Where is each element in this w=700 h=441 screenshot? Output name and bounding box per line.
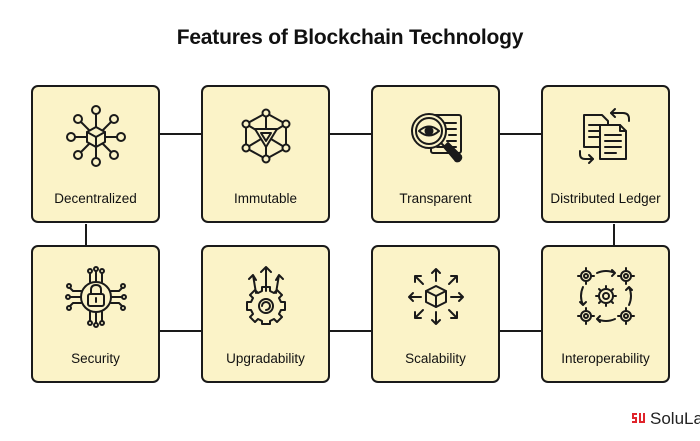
- feature-label: Distributed Ledger: [550, 191, 661, 206]
- feature-label: Security: [71, 351, 120, 366]
- connector-interoperability-scalability: [500, 330, 541, 332]
- triangle-network-icon: [231, 101, 301, 171]
- feature-label: Transparent: [399, 191, 472, 206]
- feature-label: Upgradability: [226, 351, 305, 366]
- connector-security-decentralized: [85, 224, 87, 245]
- diagram-title: Features of Blockchain Technology: [176, 26, 524, 49]
- feature-card-immutable: Immutable: [201, 85, 330, 223]
- feature-label: Decentralized: [54, 191, 137, 206]
- gear-arrows-up-icon: [231, 261, 301, 331]
- connector-immutable-transparent: [330, 133, 371, 135]
- network-cube-icon: [61, 101, 131, 171]
- connector-decentralized-immutable: [160, 133, 201, 135]
- feature-card-decentralized: Decentralized: [31, 85, 160, 223]
- connector-upgradability-security: [160, 330, 201, 332]
- brand-name: SoluLab: [650, 409, 700, 428]
- connector-scalability-upgradability: [330, 330, 371, 332]
- connector-ledger-interoperability: [613, 224, 615, 245]
- feature-label: Interoperability: [561, 351, 650, 366]
- feature-label: Scalability: [405, 351, 466, 366]
- connector-transparent-ledger: [500, 133, 541, 135]
- feature-card-transparent: Transparent: [371, 85, 500, 223]
- gears-cycle-icon: [571, 261, 641, 331]
- feature-card-interoperability: Interoperability: [541, 245, 670, 383]
- feature-card-security: Security: [31, 245, 160, 383]
- padlock-circuit-icon: [61, 261, 131, 331]
- cube-expand-icon: [401, 261, 471, 331]
- brand-logo: SoluLab: [632, 409, 700, 431]
- feature-card-distributed-ledger: Distributed Ledger: [541, 85, 670, 223]
- solulab-logo-icon: [632, 412, 646, 426]
- ledger-documents-icon: [571, 101, 641, 171]
- feature-label: Immutable: [233, 191, 298, 206]
- feature-card-upgradability: Upgradability: [201, 245, 330, 383]
- feature-card-scalability: Scalability: [371, 245, 500, 383]
- magnifier-eye-icon: [401, 101, 471, 171]
